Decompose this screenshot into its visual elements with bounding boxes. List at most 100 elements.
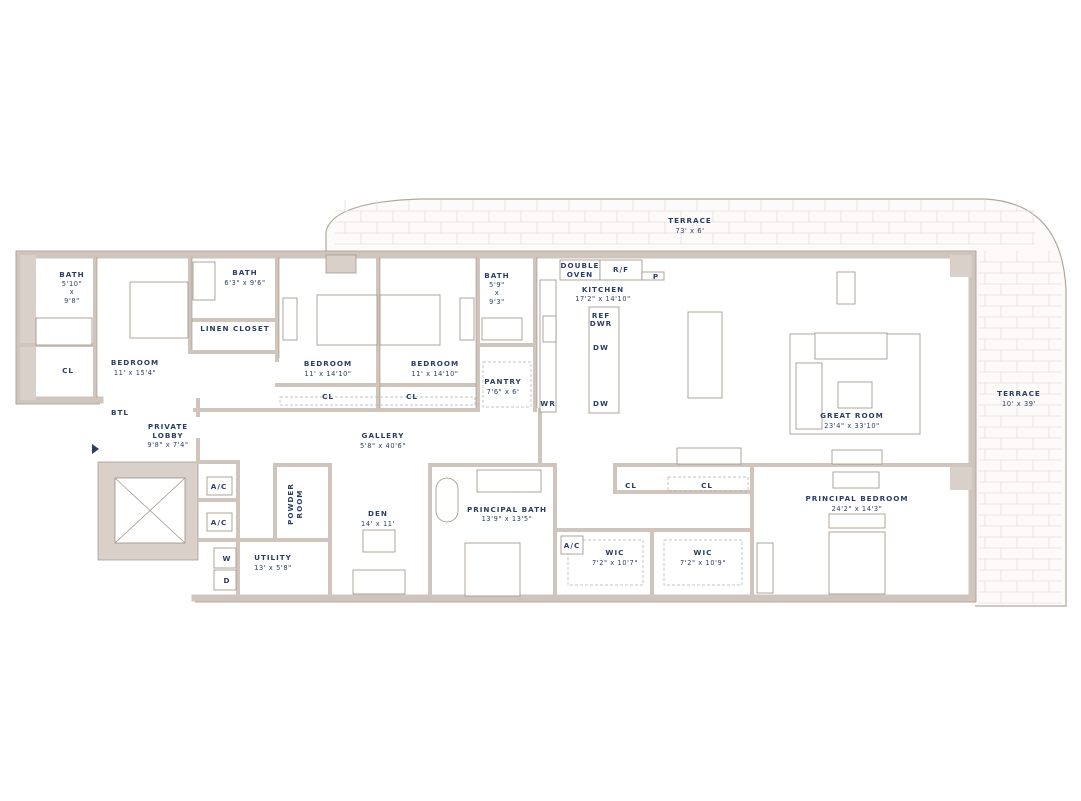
media-console [676, 447, 742, 465]
private-lobby-dims: 9'8" x 7'4" [147, 441, 188, 449]
column [20, 255, 36, 400]
wic-2-dims: 7'2" x 10'9" [680, 559, 726, 567]
powder-room-label-2: ROOM [295, 490, 304, 519]
unit-floor [20, 255, 972, 598]
private-lobby-label-2: LOBBY [152, 431, 183, 440]
ac-unit [206, 512, 233, 532]
wic-2-label: WIC [694, 548, 713, 557]
refrigerator-label: R/F [613, 265, 629, 274]
utility-dims: 13' x 5'8" [254, 564, 292, 572]
furniture [35, 259, 921, 597]
bedroom-2-label: BEDROOM [304, 359, 352, 368]
ac-2-label: A/C [211, 518, 227, 527]
den-table [362, 529, 396, 553]
bathtub [435, 477, 459, 523]
entry-arrow-icon [92, 444, 99, 454]
dryer [213, 569, 237, 591]
bedroom-1-dims: 11' x 15'4" [114, 369, 156, 377]
bath-1-label: BATH [59, 270, 84, 279]
bath-3-dims-a: 5'9" [489, 281, 505, 289]
kitchen-label: KITCHEN [582, 285, 624, 294]
great-room-dims: 23'4" x 33'10" [824, 422, 880, 430]
column [950, 465, 972, 490]
bath-1-dims-x: x [70, 288, 75, 296]
coffee-table [836, 271, 856, 305]
double-oven-label-1: DOUBLE [561, 261, 600, 270]
bench [828, 513, 886, 529]
range [542, 315, 557, 343]
terrace-right-label: TERRACE [997, 389, 1041, 398]
interior-walls [18, 253, 974, 600]
pantry-dims: 7'6" x 6' [487, 388, 520, 396]
closet-5-label: CL [701, 481, 713, 490]
gallery-label: GALLERY [362, 431, 405, 440]
dryer-label: D [224, 576, 231, 585]
bed [316, 294, 378, 346]
dishwasher-1-label: DW [593, 343, 609, 352]
principal-bedroom-dims: 24'2" x 14'3" [832, 505, 883, 513]
terrace-top-dims: 73' x 6' [675, 227, 704, 235]
utility-label: UTILITY [254, 553, 292, 562]
washer-label: W [223, 554, 232, 563]
ref-drawer-label-1: REF [592, 311, 610, 320]
dining-table [687, 311, 723, 399]
btl-label: BTL [111, 408, 129, 417]
ac-unit [206, 476, 233, 496]
bedroom-2-dims: 11' x 14'10" [304, 370, 351, 378]
terrace-top-label: TERRACE [668, 216, 712, 225]
sofa [352, 569, 406, 595]
bath-2-dims: 6'3" x 9'6" [224, 279, 265, 287]
principal-bedroom-label: PRINCIPAL BEDROOM [806, 494, 909, 503]
bathtub [192, 261, 216, 301]
terrace-right-dims: 10' x 39' [1002, 400, 1036, 408]
wic-1-label: WIC [606, 548, 625, 557]
bedroom-1-label: BEDROOM [111, 358, 159, 367]
exterior-walls [15, 250, 977, 603]
closet-4-label: CL [625, 481, 637, 490]
bath-2-label: BATH [232, 268, 257, 277]
vanity [476, 469, 542, 493]
principal-bath-dims: 13'9" x 13'5" [482, 515, 533, 523]
bath-3-dims-b: 9'3" [489, 298, 505, 306]
ac-1-label: A/C [211, 482, 227, 491]
bath-1-dims-b: 9'8" [64, 297, 80, 305]
closet-3-label: CL [406, 392, 418, 401]
counter [641, 271, 665, 281]
gallery-dims: 5'8" x 40'6" [360, 442, 406, 450]
bedroom-3-label: BEDROOM [411, 359, 459, 368]
wic-1-dims: 7'2" x 10'7" [592, 559, 638, 567]
column [325, 254, 357, 274]
terrace-paving [335, 200, 1062, 604]
closet-1-label: CL [62, 366, 74, 375]
shower [464, 542, 521, 597]
kitchen-dims: 17'2" x 14'10" [575, 295, 631, 303]
desk [756, 542, 774, 594]
ac-unit [560, 535, 584, 555]
wardrobe [282, 297, 298, 341]
sofa [814, 332, 888, 360]
principal-bath-label: PRINCIPAL BATH [467, 505, 547, 514]
sofa [795, 362, 823, 430]
ac-3-label: A/C [564, 541, 580, 550]
bed [379, 294, 441, 346]
private-lobby-label-1: PRIVATE [148, 422, 188, 431]
great-room-label: GREAT ROOM [820, 411, 884, 420]
shower [35, 317, 93, 346]
bed [129, 281, 189, 339]
column [950, 255, 972, 277]
double-oven-label-2: OVEN [567, 270, 593, 279]
kitchen-counter [539, 279, 557, 413]
bath-3-label: BATH [484, 271, 509, 280]
dresser [832, 471, 880, 489]
closet-2-label: CL [322, 392, 334, 401]
linen-closet-label: LINEN CLOSET [200, 324, 269, 333]
washer [213, 547, 237, 569]
wardrobe [459, 297, 475, 341]
bedroom-3-dims: 11' x 14'10" [411, 370, 458, 378]
den-label: DEN [368, 509, 388, 518]
bathtub [481, 317, 523, 341]
wine-room-label: WR [540, 399, 555, 408]
ref-drawer-label-2: DWR [590, 319, 612, 328]
bath-1-dims-a: 5'10" [62, 280, 82, 288]
